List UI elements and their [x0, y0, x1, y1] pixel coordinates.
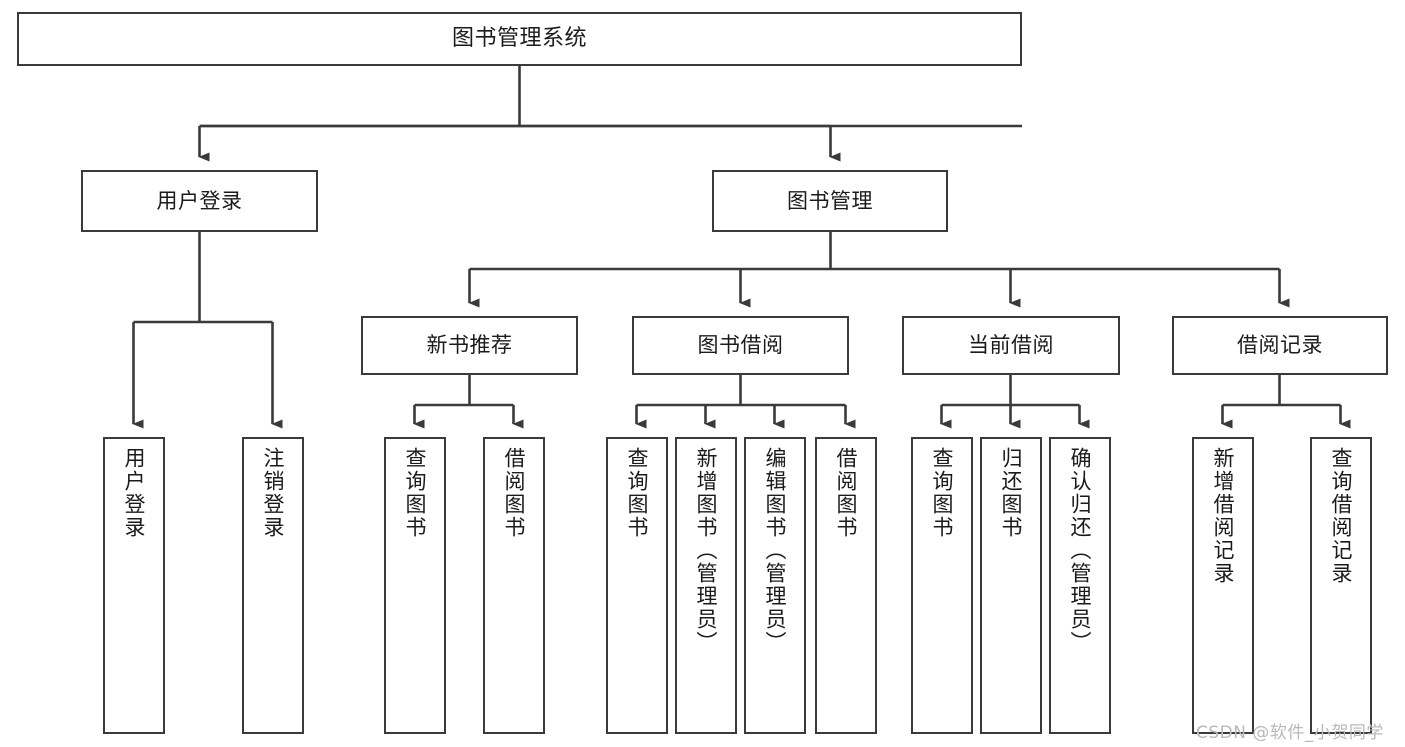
node-leaf-confirm-return-admin[interactable]: 确认归还（管理员） [1049, 437, 1111, 734]
node-leaf-user-logout[interactable]: 注销登录 [242, 437, 304, 734]
node-leaf-add-book-admin[interactable]: 新增图书（管理员） [675, 437, 737, 734]
node-label: 查询借阅记录 [1329, 447, 1354, 585]
node-leaf-user-login[interactable]: 用户登录 [103, 437, 165, 734]
node-user-login[interactable]: 用户登录 [81, 170, 318, 232]
node-new-book-recommend[interactable]: 新书推荐 [361, 316, 578, 375]
node-label: 借阅图书 [502, 447, 527, 539]
node-leaf-add-borrow-record[interactable]: 新增借阅记录 [1192, 437, 1254, 734]
node-label: 查询图书 [930, 447, 955, 539]
node-leaf-query-borrow-record[interactable]: 查询借阅记录 [1310, 437, 1372, 734]
node-label: 借阅记录 [1237, 333, 1323, 358]
node-label: 注销登录 [261, 447, 286, 539]
node-label: 归还图书 [999, 447, 1024, 539]
node-label: 新增借阅记录 [1211, 447, 1236, 585]
node-label: 图书管理系统 [451, 26, 587, 52]
node-label: 用户登录 [122, 447, 147, 539]
node-current-borrow[interactable]: 当前借阅 [902, 316, 1120, 375]
node-leaf-query-book-current[interactable]: 查询图书 [911, 437, 973, 734]
node-label: 用户登录 [156, 188, 243, 213]
node-book-borrow[interactable]: 图书借阅 [632, 316, 849, 375]
node-leaf-return-book[interactable]: 归还图书 [980, 437, 1042, 734]
node-label: 借阅图书 [834, 447, 859, 539]
node-label: 图书管理 [787, 188, 873, 213]
node-book-management[interactable]: 图书管理 [712, 170, 948, 232]
node-label: 确认归还（管理员） [1068, 447, 1093, 654]
node-leaf-borrow-book-borrow[interactable]: 借阅图书 [815, 437, 877, 734]
node-label: 当前借阅 [968, 333, 1054, 358]
node-leaf-borrow-book-recommend[interactable]: 借阅图书 [483, 437, 545, 734]
node-label: 查询图书 [403, 447, 428, 539]
node-label: 图书借阅 [697, 333, 784, 358]
node-label: 查询图书 [625, 447, 650, 539]
node-leaf-query-book-recommend[interactable]: 查询图书 [384, 437, 446, 734]
node-root-book-management-system[interactable]: 图书管理系统 [17, 12, 1022, 66]
node-leaf-query-book-borrow[interactable]: 查询图书 [606, 437, 668, 734]
node-borrow-record[interactable]: 借阅记录 [1172, 316, 1388, 375]
node-label: 新增图书（管理员） [694, 447, 719, 654]
csdn-watermark: CSDN @软件_小贺同学 [1196, 723, 1384, 743]
node-label: 编辑图书（管理员） [763, 447, 788, 654]
node-leaf-edit-book-admin[interactable]: 编辑图书（管理员） [744, 437, 806, 734]
node-label: 新书推荐 [426, 333, 513, 358]
